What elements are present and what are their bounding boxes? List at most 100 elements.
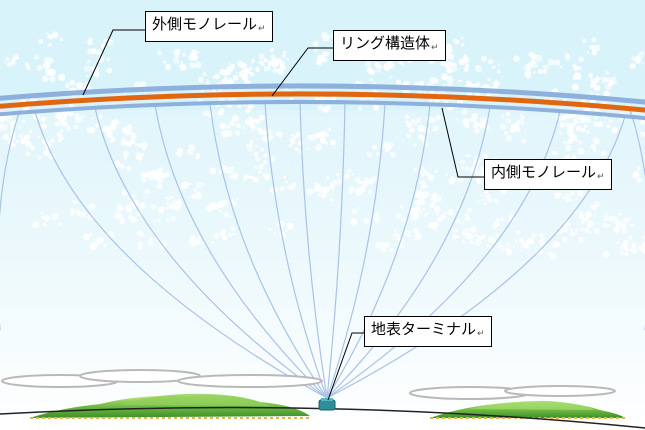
cloud-speck [86, 59, 90, 64]
cloud-speck [82, 115, 85, 118]
cloud-speck [461, 108, 468, 115]
cloud-speck [380, 246, 387, 253]
cloud-speck [285, 229, 288, 232]
cloud-speck [321, 51, 327, 57]
cloud-speck [641, 62, 644, 65]
cloud-speck [374, 217, 380, 223]
callout-inner-monorail: 内側モノレール↵ [484, 159, 612, 190]
cloud-speck [236, 71, 239, 74]
cloud-speck [565, 54, 570, 59]
cloud-speck [539, 240, 542, 243]
cloud-speck [249, 139, 254, 144]
tether-line [34, 111, 328, 399]
cloud-speck [165, 201, 170, 205]
cloud-speck [578, 236, 584, 243]
cloud-speck [580, 220, 585, 224]
cloud-speck [605, 91, 609, 94]
cloud-speck [253, 165, 257, 169]
cloud-speck [271, 61, 278, 68]
cloud-speck [634, 251, 637, 255]
cloud-speck [258, 163, 265, 170]
cloud-speck [321, 193, 327, 199]
cloud-speck [189, 182, 192, 186]
cloud-speck [162, 60, 167, 64]
cloud-speck [591, 223, 595, 227]
cloud-speck [170, 195, 174, 200]
cloud-speck [362, 185, 365, 188]
return-mark: ↵ [258, 24, 266, 34]
cloud-speck [29, 129, 33, 134]
tether-cables [0, 101, 645, 399]
cloud-speck [37, 155, 43, 161]
cloud-speck [357, 186, 364, 193]
cloud-speck [569, 231, 575, 237]
cloud-speck [267, 114, 271, 118]
cloud-speck [134, 81, 141, 88]
ground-clouds [1, 369, 616, 400]
cloud-speck [197, 50, 200, 54]
cloud-speck [542, 69, 547, 74]
cloud-speck [237, 103, 242, 109]
cloud-speck [370, 78, 374, 82]
cloud-speck [594, 141, 599, 145]
cloud-speck [604, 83, 612, 91]
cloud-speck [466, 80, 470, 84]
cloud-speck [223, 75, 227, 79]
cloud-speck [547, 58, 555, 66]
cloud-speck [63, 121, 68, 127]
cloud-speck [202, 182, 207, 187]
cloud-speck [640, 119, 645, 125]
cloud-speck [317, 105, 323, 111]
cloud-speck [472, 123, 479, 129]
cloud-speck [137, 143, 143, 148]
cloud-speck [608, 215, 615, 222]
cloud-speck [422, 207, 426, 211]
cloud-speck [58, 222, 62, 226]
cloud-speck [497, 69, 501, 74]
cloud-speck [602, 251, 609, 258]
cloud-speck [467, 228, 470, 231]
cloud-speck [265, 154, 269, 157]
cloud-speck [126, 124, 132, 131]
cloud-speck [135, 201, 140, 206]
cloud-speck [505, 135, 513, 142]
cloud-speck [258, 60, 263, 65]
cloud-speck [179, 63, 187, 71]
cloud-speck [498, 244, 506, 252]
cloud-speck [363, 217, 370, 224]
cloud-speck [620, 250, 624, 255]
cloud-speck [151, 171, 159, 179]
cloud-speck [565, 121, 569, 125]
cloud-speck [2, 124, 8, 130]
cloud-speck [230, 166, 235, 171]
cloud-speck [457, 235, 460, 239]
cloud-speck [6, 62, 12, 67]
cloud-speck [25, 151, 31, 157]
cloud-speck [351, 208, 358, 215]
cloud-speck [471, 116, 477, 122]
cloud-speck [173, 48, 180, 56]
cloud-speck [351, 173, 355, 176]
cloud-speck [0, 126, 4, 132]
cloud-speck [230, 63, 236, 69]
cloud-speck [429, 203, 434, 209]
cloud-speck [385, 148, 389, 152]
cloud-speck [372, 144, 378, 150]
cloud-speck [415, 118, 421, 124]
cloud-speck [617, 221, 624, 228]
cloud-speck [159, 172, 167, 179]
cloud-speck [75, 82, 82, 89]
cloud-speck [589, 224, 592, 227]
cloud-speck [413, 167, 418, 172]
cloud-speck [581, 38, 587, 44]
cloud-speck [579, 210, 583, 214]
cloud-speck [119, 218, 126, 225]
cloud-speck [635, 56, 641, 62]
cloud-speck [277, 68, 284, 76]
cloud-speck [395, 79, 402, 85]
cloud-speck [216, 202, 222, 209]
cloud-speck [475, 174, 482, 181]
cloud-speck [221, 80, 224, 83]
cloud-speck [577, 148, 585, 155]
cloud-speck [170, 215, 176, 222]
